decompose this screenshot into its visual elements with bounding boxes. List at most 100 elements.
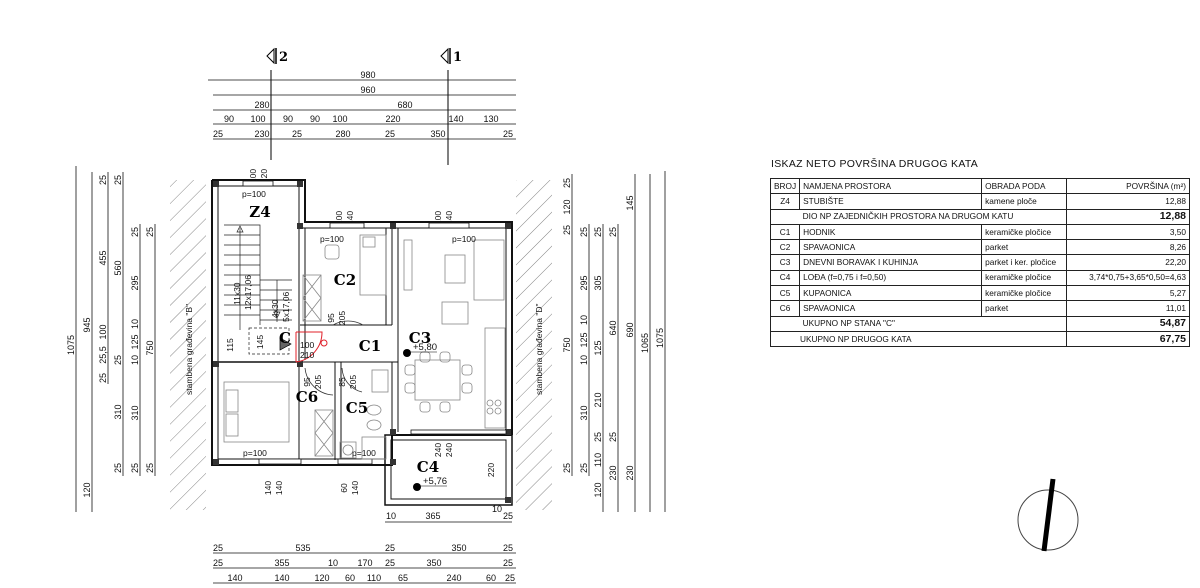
stair-spec: 12x17,06 bbox=[243, 275, 253, 310]
table-cell: 22,20 bbox=[1066, 254, 1190, 271]
dimension-label: 750 bbox=[562, 337, 572, 352]
table-cell: 12,88 bbox=[1066, 208, 1190, 225]
dimension-label: 25 bbox=[579, 227, 589, 237]
door-size-label: 100 bbox=[300, 340, 314, 350]
dimension-label: 25 bbox=[503, 129, 513, 139]
table-cell: SPAVAONICA bbox=[799, 300, 983, 317]
dimension-label: 170 bbox=[357, 558, 372, 568]
dimension-label: 310 bbox=[579, 405, 589, 420]
level-c3: +5,80 bbox=[413, 342, 437, 353]
dimension-label: 1075 bbox=[66, 335, 76, 355]
dimension-label: 10 bbox=[386, 511, 396, 521]
stair-spec: 5x17,06 bbox=[281, 291, 291, 322]
dimension-label: 640 bbox=[608, 320, 618, 335]
dimension-label: 25 bbox=[503, 543, 513, 553]
dimension-label: 310 bbox=[130, 405, 140, 420]
dimension-label: 230 bbox=[608, 465, 618, 480]
dimension-label: 145 bbox=[625, 195, 635, 210]
table-cell: kamene ploče bbox=[981, 193, 1068, 210]
dimension-label: 125 bbox=[579, 332, 589, 347]
dimension-label: 60 bbox=[486, 573, 496, 583]
columns bbox=[213, 181, 511, 503]
dimension-label: 295 bbox=[130, 275, 140, 290]
entrance-arrow-icon bbox=[279, 337, 292, 351]
window-sill-label: p=100 bbox=[320, 234, 344, 244]
dimension-label: 945 bbox=[82, 317, 92, 332]
dimension-label: 25 bbox=[113, 175, 123, 185]
dimension-label: 240 bbox=[444, 443, 454, 457]
dimension-label: 280 bbox=[335, 129, 350, 139]
window-sill-label: p=100 bbox=[352, 448, 376, 458]
neighbor-label-b: stambena građevina "B" bbox=[184, 304, 194, 395]
table-cell: HODNIK bbox=[799, 223, 983, 241]
dimension-label: 140 bbox=[263, 481, 273, 495]
dimension-label: 220 bbox=[486, 463, 496, 477]
dimension-label: 10 bbox=[579, 315, 589, 325]
table-cell: SPAVAONICA bbox=[799, 239, 983, 256]
doors bbox=[304, 320, 364, 396]
dimension-label: 350 bbox=[426, 558, 441, 568]
dimension-label: 110 bbox=[367, 573, 381, 583]
dimension-label: 25 bbox=[98, 175, 108, 185]
dimension-label: 90 bbox=[283, 114, 293, 124]
table-cell: KUPAONICA bbox=[799, 285, 983, 302]
table-cell: 3,50 bbox=[1066, 223, 1190, 241]
dimension-label: 25 bbox=[562, 225, 572, 235]
table-cell: 11,01 bbox=[1066, 300, 1190, 317]
dimension-label: 25 bbox=[385, 543, 395, 553]
dimension-label: 205 bbox=[313, 375, 323, 389]
dimension-label: 240 bbox=[433, 443, 443, 457]
dimension-label: 25 bbox=[608, 432, 618, 442]
dimension-label: 100 bbox=[334, 211, 344, 225]
dimension-label: 25 bbox=[562, 178, 572, 188]
section-1-label: 1 bbox=[453, 50, 462, 65]
dimension-label: 85 bbox=[337, 377, 347, 387]
table-cell: 67,75 bbox=[1066, 330, 1190, 348]
dimension-label: 100 bbox=[332, 114, 347, 124]
dimension-label: 145 bbox=[255, 335, 265, 349]
table-cell: parket bbox=[981, 239, 1068, 256]
dimension-label: 65 bbox=[398, 573, 408, 583]
dimension-label: 25 bbox=[593, 227, 603, 237]
dimension-label: 90 bbox=[224, 114, 234, 124]
table-cell: keramičke pločice bbox=[981, 285, 1068, 302]
header-cell: BROJ bbox=[769, 177, 801, 195]
neighbor-building-b bbox=[170, 180, 206, 510]
dimension-label: 350 bbox=[451, 543, 466, 553]
window-sill-label: p=100 bbox=[242, 189, 266, 199]
table-cell: 5,27 bbox=[1066, 285, 1190, 302]
dimension-label: 960 bbox=[360, 85, 375, 95]
dimension-label: 230 bbox=[254, 129, 269, 139]
dimension-label: 25 bbox=[385, 129, 395, 139]
table-cell: C4 bbox=[769, 269, 801, 287]
dimension-label: 210 bbox=[593, 392, 603, 407]
dimension-label: 95 bbox=[302, 377, 312, 387]
dimension-label: 25 bbox=[213, 558, 223, 568]
dimension-label: 280 bbox=[254, 100, 269, 110]
header-cell: NAMJENA PROSTORA bbox=[799, 177, 983, 195]
table-cell: Z4 bbox=[769, 193, 801, 210]
dimension-label: 100 bbox=[248, 169, 258, 183]
dimension-label: 25 bbox=[562, 463, 572, 473]
dimension-label: 60 bbox=[339, 483, 349, 493]
dimension-label: 120 bbox=[259, 169, 269, 183]
dimension-label: 455 bbox=[98, 250, 108, 265]
neighbor-building-d bbox=[516, 180, 552, 510]
table-cell bbox=[769, 315, 800, 332]
dimension-label: 310 bbox=[113, 404, 123, 419]
room-label: Z4 bbox=[249, 203, 270, 221]
room-label: C6 bbox=[296, 388, 318, 406]
dimension-label: 220 bbox=[385, 114, 400, 124]
dimension-label: 25 bbox=[98, 373, 108, 383]
table-cell: parket i ker. pločice bbox=[981, 254, 1068, 271]
dimension-label: 295 bbox=[579, 275, 589, 290]
table-cell: C2 bbox=[769, 239, 801, 256]
dimension-label: 140 bbox=[444, 211, 454, 225]
dimension-label: 680 bbox=[397, 100, 412, 110]
